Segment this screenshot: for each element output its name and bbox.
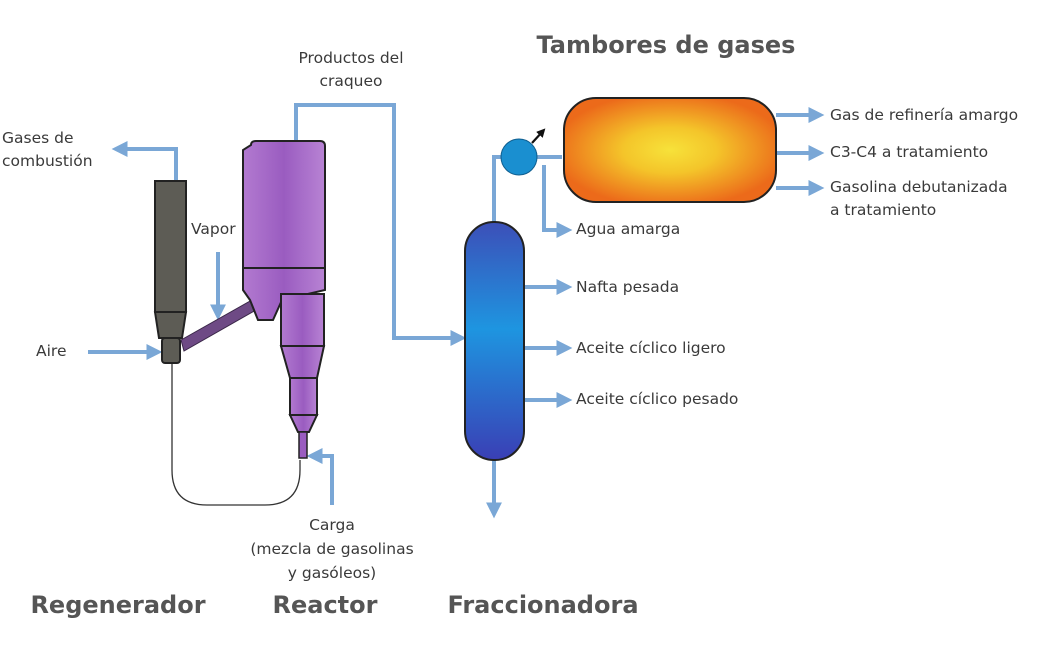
flow-lines — [88, 103, 825, 519]
cracking-products-line — [294, 103, 467, 346]
sour-water-label: Agua amarga — [576, 220, 680, 238]
drums-title: Tambores de gases — [537, 31, 796, 59]
overhead-line — [492, 155, 504, 222]
cracking-products-label-1: Productos del — [298, 49, 403, 67]
heavy-cycle-oil-label: Aceite cíclico pesado — [576, 390, 738, 408]
drum-output-sour-gas: Gas de refinería amargo — [830, 106, 1018, 124]
sour-water-line — [542, 165, 573, 238]
catalyst-return-line — [171, 362, 301, 506]
feed-label-1: Carga — [309, 516, 355, 534]
feed-label-2: (mezcla de gasolinas — [250, 540, 413, 558]
drum-output-c3c4: C3-C4 a tratamiento — [830, 143, 988, 161]
steam-label: Vapor — [191, 220, 236, 238]
feed-line — [306, 448, 334, 505]
air-label: Aire — [36, 342, 66, 360]
gas-drum — [563, 97, 777, 203]
flue-gas-line — [111, 141, 178, 180]
drum-output-gasoline-2: a tratamiento — [830, 201, 936, 219]
fractionator-title: Fraccionadora — [447, 591, 638, 619]
flue-gas-label-1: Gases de — [2, 129, 74, 147]
cracking-products-label-2: craqueo — [319, 72, 382, 90]
light-cycle-oil-label: Aceite cíclico ligero — [576, 339, 726, 357]
flue-gas-label-2: combustión — [2, 152, 93, 170]
fractionator-column — [464, 221, 525, 461]
regenerator-vessel — [153, 180, 188, 364]
reactor-vessel — [242, 140, 326, 459]
pump — [500, 128, 546, 176]
regenerator-title: Regenerador — [30, 591, 205, 619]
drum-output-gasoline-1: Gasolina debutanizada — [830, 178, 1008, 196]
heavy-naphtha-label: Nafta pesada — [576, 278, 679, 296]
reactor-title: Reactor — [273, 591, 378, 619]
feed-label-3: y gasóleos) — [288, 564, 376, 582]
